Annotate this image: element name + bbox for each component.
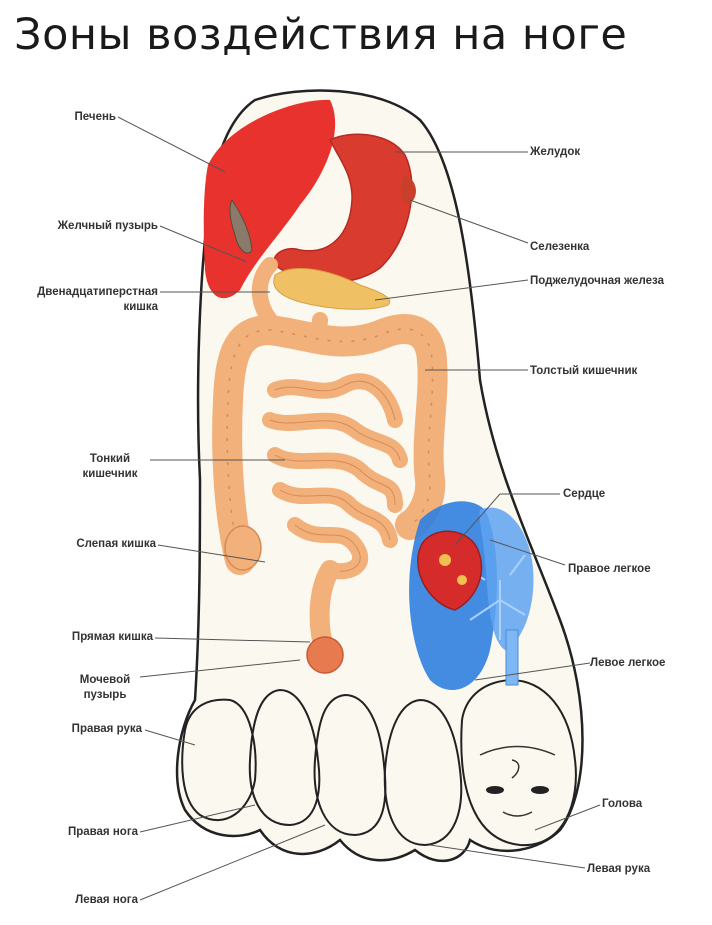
label-right-leg: Правая нога: [67, 826, 138, 838]
cecum-shape: [224, 525, 262, 571]
label-duodenum-2: кишка: [123, 301, 158, 313]
large-intestine-outline: [226, 328, 434, 561]
heart-shape: [417, 530, 483, 611]
toe-1: [460, 678, 577, 847]
label-duodenum-1: Двенадцатиперстная: [37, 286, 158, 298]
spleen-shape: [400, 175, 416, 205]
label-left-lung: Левое легкое: [590, 657, 666, 669]
label-pancreas: Поджелудочная железа: [530, 275, 664, 287]
hair: [479, 745, 556, 756]
label-right-arm: Правая рука: [71, 723, 142, 735]
label-spleen: Селезенка: [530, 241, 590, 253]
bladder-shape: [306, 636, 344, 674]
label-cecum: Слепая кишка: [76, 538, 156, 550]
leader-lines: [117, 116, 601, 901]
toe-3: [313, 693, 387, 837]
bronchi-shape: [454, 554, 526, 640]
label-rectum: Прямая кишка: [71, 631, 153, 643]
page-title: Зоны воздействия на ноге: [14, 10, 628, 60]
label-head: Голова: [602, 798, 643, 810]
label-liver: Печень: [74, 111, 116, 123]
left-lung-shape: [479, 507, 534, 650]
label-right-lung: Правое легкое: [568, 563, 651, 575]
toe-2: [383, 698, 463, 847]
label-bladder-2: пузырь: [83, 689, 127, 701]
pancreas-shape: [273, 268, 391, 310]
label-left-leg: Левая нога: [75, 894, 138, 906]
label-left-arm: Левая рука: [587, 863, 651, 875]
label-small-intestine-2: кишечник: [82, 468, 138, 480]
nose: [511, 759, 520, 779]
liver-shape: [203, 99, 336, 299]
right-eye: [531, 786, 549, 794]
label-bladder-1: Мочевой: [79, 674, 131, 686]
label-heart: Сердце: [563, 488, 606, 500]
gallbladder-shape: [229, 199, 253, 254]
label-large-intestine: Толстый кишечник: [530, 365, 638, 377]
label-gallbladder: Желчный пузырь: [57, 220, 158, 232]
label-stomach: Желудок: [530, 146, 581, 158]
label-small-intestine-1: Тонкий: [89, 453, 131, 465]
toe-5: [181, 698, 257, 821]
toe-4: [248, 688, 321, 827]
left-eye: [486, 786, 504, 794]
trachea-shape: [505, 629, 519, 686]
rectum-shape: [309, 560, 340, 650]
mouth: [502, 811, 533, 817]
